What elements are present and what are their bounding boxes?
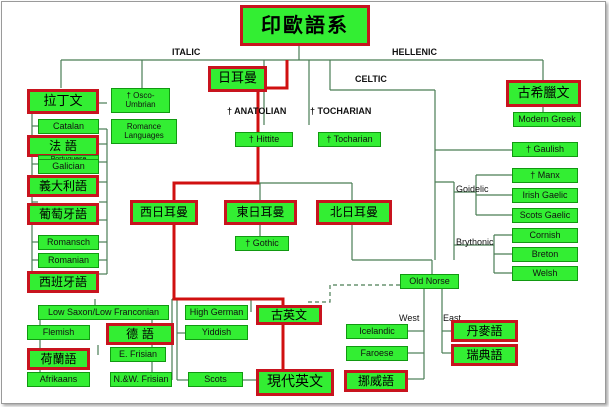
west-germanic-node: 西日耳曼 [130, 200, 198, 225]
tocharian-label: † TOCHARIAN [310, 106, 372, 116]
scots-gaelic-node: Scots Gaelic [512, 208, 578, 223]
yiddish-node: Yiddish [185, 325, 248, 340]
east-germanic-node: 東日耳曼 [224, 200, 297, 225]
modern-english-node: 現代英文 [256, 369, 334, 396]
modern-greek-node: Modern Greek [513, 112, 581, 127]
scots-node: Scots [188, 372, 243, 387]
manx-node: † Manx [512, 168, 578, 183]
danish-node: 丹麥語 [451, 320, 518, 342]
italian-node: 義大利語 [27, 175, 99, 197]
high-german-node: High German [185, 305, 248, 320]
breton-node: Breton [512, 247, 578, 262]
norwegian-node: 挪威語 [344, 370, 408, 392]
nw-frisian-node: N.&W. Frisian [110, 372, 172, 387]
romansch-node: Romansch [38, 235, 99, 250]
flemish-node: Flemish [27, 325, 90, 340]
greek-node: 古希臘文 [506, 80, 581, 107]
old-norse-node: Old Norse [400, 274, 459, 289]
north-germanic-node: 北日耳曼 [316, 200, 392, 225]
brythonic-label: Brythonic [456, 237, 494, 247]
romanian-node: Romanian [38, 253, 99, 268]
dutch-node: 荷蘭語 [27, 348, 90, 370]
galician-node: Galician [38, 159, 99, 174]
anatolian-label: † ANATOLIAN [227, 106, 287, 116]
catalan-node: Catalan [38, 119, 99, 134]
hellenic-label: HELLENIC [392, 47, 437, 57]
afrikaans-node: Afrikaans [27, 372, 90, 387]
icelandic-node: Icelandic [346, 324, 408, 339]
tocharian-node: † Tocharian [318, 132, 381, 147]
hittite-node: † Hittite [235, 132, 293, 147]
portuguese-zh-node: 葡萄牙語 [27, 203, 99, 225]
low-saxon-node: Low Saxon/Low Franconian [38, 305, 169, 320]
irish-gaelic-node: Irish Gaelic [512, 188, 578, 203]
french-node: 法 語 [27, 135, 99, 157]
italic-label: ITALIC [172, 47, 201, 57]
swedish-node: 瑞典語 [451, 344, 518, 366]
e-frisian-node: E. Frisian [110, 347, 166, 362]
old-english-node: 古英文 [256, 305, 322, 325]
east-label: East [443, 313, 462, 323]
romance-languages-node: Romance Languages [111, 119, 177, 144]
indo-european-root-node: 印歐語系 [240, 5, 370, 46]
gaulish-node: † Gaulish [512, 142, 578, 157]
faroese-node: Faroese [346, 346, 408, 361]
west-label: West [399, 313, 420, 323]
germanic-node: 日耳曼 [208, 66, 267, 92]
cornish-node: Cornish [512, 228, 578, 243]
spanish-node: 西班牙語 [27, 271, 99, 293]
osco-umbrian-node: † Osco- Umbrian [111, 88, 170, 113]
gothic-node: † Gothic [235, 236, 289, 251]
celtic-label: CELTIC [355, 74, 387, 84]
latin-node: 拉丁文 [27, 89, 99, 114]
german-node: 德 語 [106, 323, 174, 345]
welsh-node: Welsh [512, 266, 578, 281]
goidelic-label: Goidelic [456, 184, 489, 194]
